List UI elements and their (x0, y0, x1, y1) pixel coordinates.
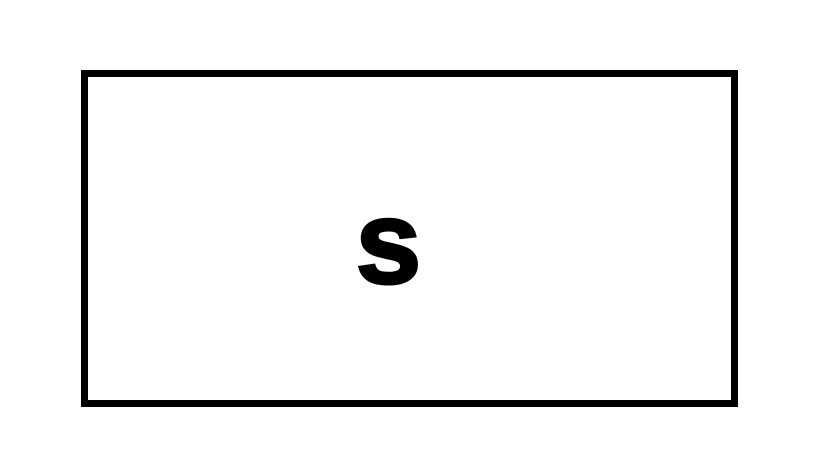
rectangle-node: s (81, 70, 738, 407)
node-label: s (354, 176, 423, 309)
